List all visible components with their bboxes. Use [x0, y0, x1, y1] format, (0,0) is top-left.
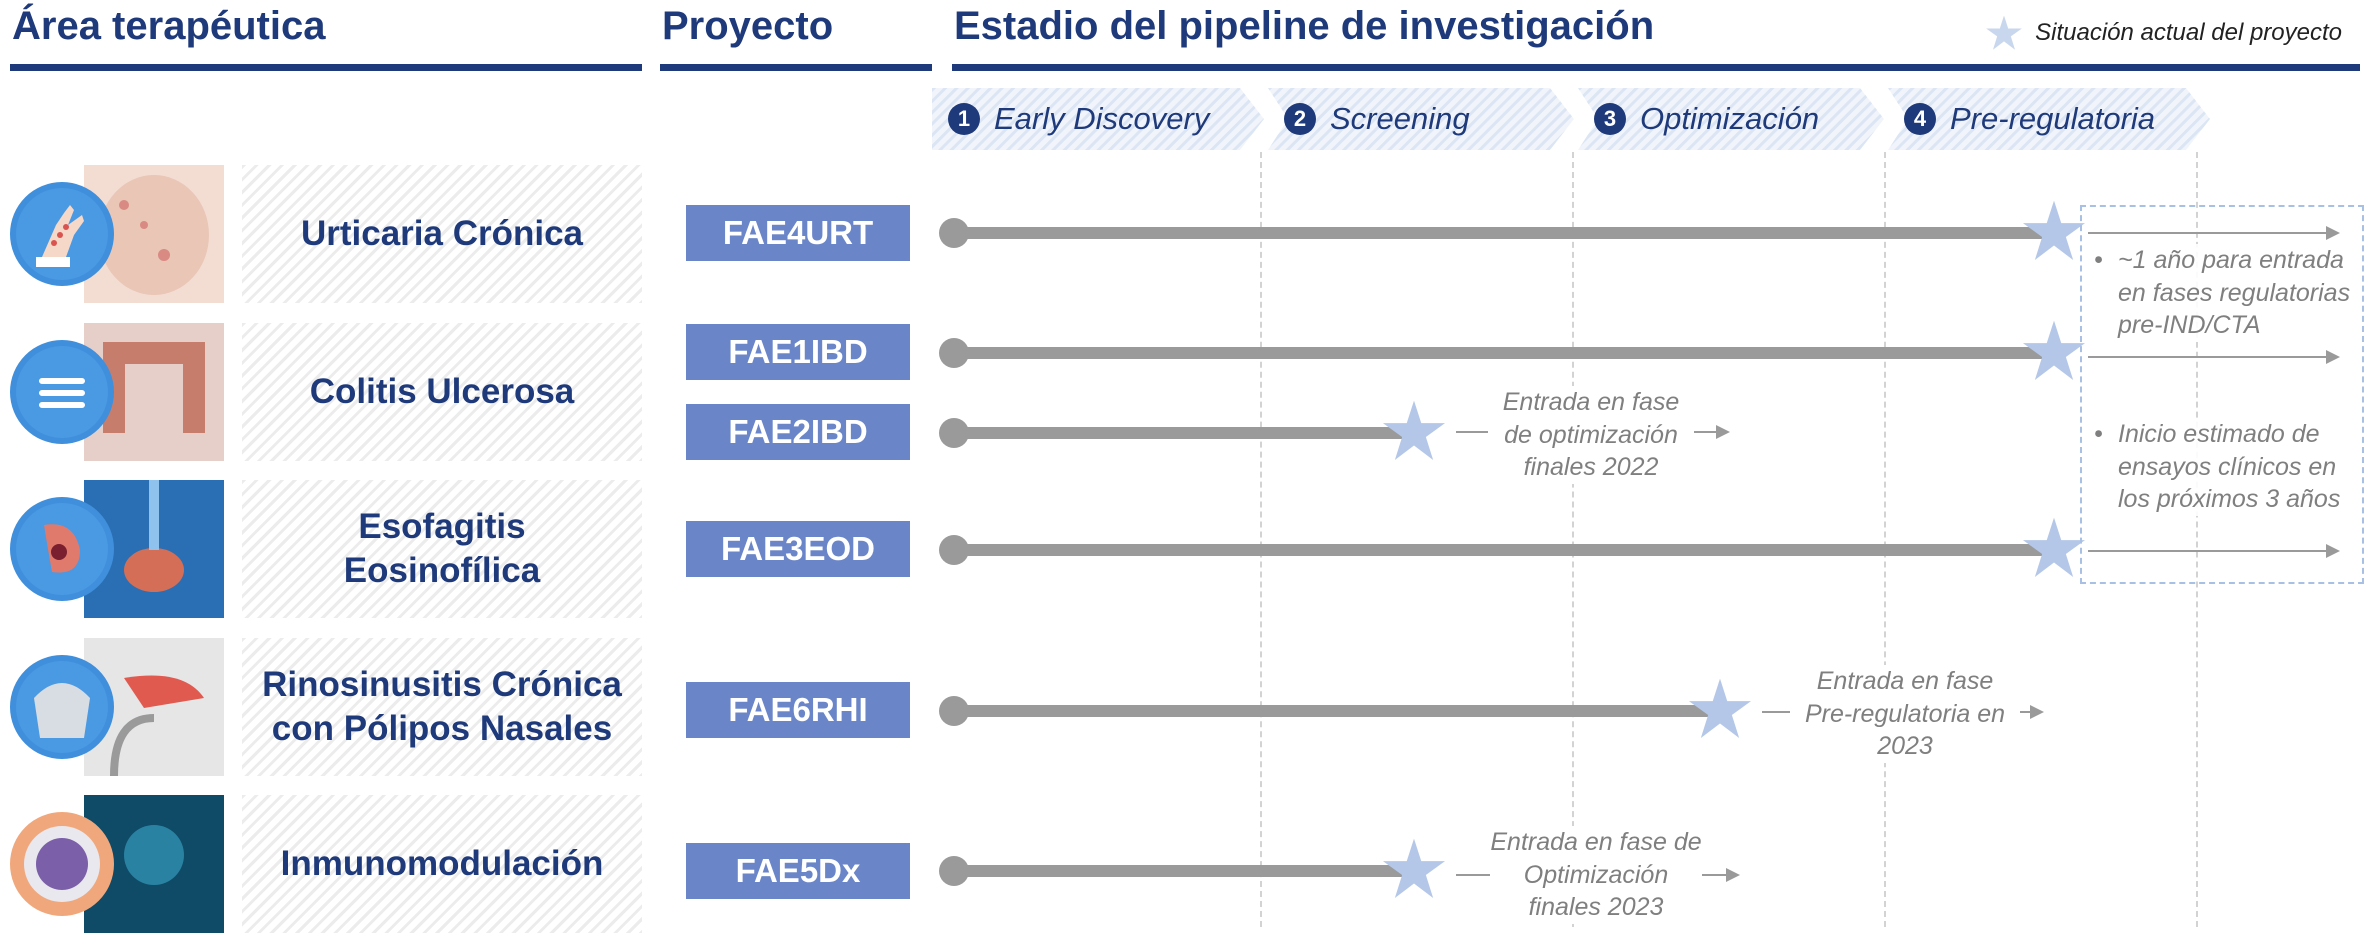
progress-bar-fae1ibd	[954, 347, 2048, 359]
note-fae2ibd-text: Entrada en fase de optimización finales …	[1488, 386, 1694, 484]
current-stage-star-icon	[2022, 200, 2086, 261]
immune-cell-icon	[10, 795, 224, 933]
header-project: Proyecto	[662, 4, 834, 48]
project-fae4urt: FAE4URT	[686, 205, 910, 261]
project-fae2ibd: FAE2IBD	[686, 404, 910, 460]
stage-label: Early Discovery	[994, 101, 1210, 136]
current-stage-star-icon	[1382, 838, 1446, 899]
stage-label: Optimización	[1640, 101, 1820, 136]
nose-icon	[10, 638, 224, 776]
stomach-icon	[10, 480, 224, 618]
progress-bar-fae3eod	[954, 544, 2048, 556]
area-urticaria: Urticaria Crónica	[242, 165, 642, 303]
stage-early-discovery: 1 Early Discovery	[932, 88, 1264, 150]
area-rinosinusitis: Rinosinusitis Crónica con Pólipos Nasale…	[242, 638, 642, 776]
outlook-bullet-1: • ~1 año para entrada en fases regulator…	[2094, 244, 2356, 342]
project-fae5dx: FAE5Dx	[686, 843, 910, 899]
progress-bar-fae4urt	[954, 227, 2048, 239]
outlook-box	[2080, 205, 2364, 584]
stage-number: 4	[1904, 103, 1936, 135]
header-pipeline: Estadio del pipeline de investigación	[954, 4, 1655, 48]
stage-divider	[1572, 152, 1574, 927]
stage-divider	[1884, 152, 1886, 927]
stage-pre-regulatoria: 4 Pre-regulatoria	[1888, 88, 2210, 150]
projection-arrow	[2088, 544, 2340, 558]
note-fae6rhi: Entrada en fase Pre-regulatoria en 2023	[1790, 665, 2020, 763]
projection-arrow	[2088, 350, 2340, 364]
stage-number: 3	[1594, 103, 1626, 135]
outlook-bullet-2-text: Inicio estimado de ensayos clínicos en l…	[2094, 418, 2356, 516]
colon-icon	[10, 323, 224, 461]
stage-label: Screening	[1330, 101, 1470, 136]
area-rinosinusitis-label: Rinosinusitis Crónica con Pólipos Nasale…	[262, 665, 622, 748]
star-icon	[1986, 15, 2023, 50]
current-stage-star-icon	[1688, 678, 1752, 739]
progress-bar-fae2ibd	[954, 427, 1408, 439]
stage-screening: 2 Screening	[1268, 88, 1574, 150]
bullet-dot: •	[2094, 246, 2103, 274]
note-fae5dx: Entrada en fase de Optimización finales …	[1490, 826, 1702, 924]
outlook-bullet-1-text: ~1 año para entrada en fases regulatoria…	[2094, 244, 2356, 342]
header-area-underline	[10, 64, 642, 71]
header-project-underline	[660, 64, 932, 71]
current-stage-star-icon	[2022, 517, 2086, 578]
header-area: Área terapéutica	[12, 4, 326, 48]
bullet-dot: •	[2094, 420, 2103, 448]
legend-label: Situación actual del proyecto	[2035, 19, 2342, 46]
area-esofagitis-label: Esofagitis Eosinofílica	[343, 507, 541, 590]
project-fae1ibd: FAE1IBD	[686, 324, 910, 380]
project-fae6rhi: FAE6RHI	[686, 682, 910, 738]
note-fae2ibd: Entrada en fase de optimización finales …	[1488, 386, 1694, 484]
stage-optimizacion: 3 Optimización	[1578, 88, 1884, 150]
legend: Situación actual del proyecto	[1985, 14, 2342, 52]
area-esofagitis: Esofagitis Eosinofílica	[242, 480, 642, 618]
stage-divider	[2196, 152, 2198, 927]
project-fae3eod: FAE3EOD	[686, 521, 910, 577]
stage-divider	[1260, 152, 1262, 927]
urticaria-icon	[10, 165, 224, 303]
stage-number: 1	[948, 103, 980, 135]
current-stage-star-icon	[1382, 400, 1446, 461]
area-inmunomodulacion: Inmunomodulación	[242, 795, 642, 933]
progress-bar-fae5dx	[954, 865, 1408, 877]
progress-bar-fae6rhi	[954, 705, 1714, 717]
current-stage-star-icon	[2022, 320, 2086, 381]
stage-label: Pre-regulatoria	[1950, 101, 2156, 136]
projection-arrow	[2088, 226, 2340, 240]
stage-number: 2	[1284, 103, 1316, 135]
area-colitis: Colitis Ulcerosa	[242, 323, 642, 461]
note-fae5dx-text: Entrada en fase de Optimización finales …	[1490, 826, 1702, 924]
header-pipeline-underline	[952, 64, 2360, 71]
note-fae6rhi-text: Entrada en fase Pre-regulatoria en 2023	[1790, 665, 2020, 763]
outlook-bullet-2: • Inicio estimado de ensayos clínicos en…	[2094, 418, 2356, 516]
